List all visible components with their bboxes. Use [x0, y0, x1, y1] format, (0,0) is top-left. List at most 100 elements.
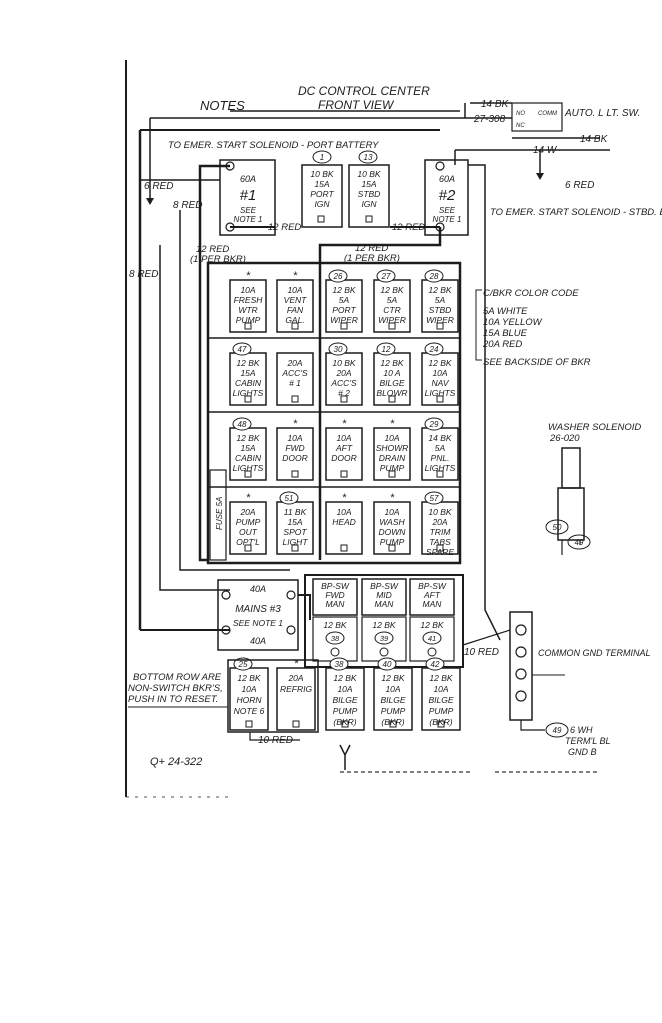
ground-wire-label: 6 WH — [570, 725, 593, 735]
bottom-note-line3: PUSH IN TO RESET. — [128, 694, 218, 705]
breaker-r3-c3-line-2: DOOR — [331, 453, 357, 463]
ground-sub-label-1: TERM'L BL — [565, 736, 611, 746]
label-14w: 14 W — [533, 145, 558, 156]
bottom-note-line1: BOTTOM ROW ARE — [133, 672, 222, 683]
stbd-ign-wire: 10 BK — [357, 169, 380, 179]
breaker-r2-c4-line-3: BLOWR — [376, 388, 407, 398]
breaker-r3-c1-line-0: 12 BK — [236, 433, 259, 443]
breaker-r4-c4-line-3: PUMP — [380, 537, 405, 547]
washer-solenoid-body — [557, 487, 585, 541]
breaker-r1-c2-line-2: FAN — [287, 305, 304, 315]
fuse-label: FUSE 5A — [215, 497, 224, 530]
bilge-switch-1-wire: 12 BK — [323, 620, 346, 630]
breaker-r2-c3-line-3: # 2 — [338, 388, 350, 398]
breaker-r3-c1-line-3: LIGHTS — [233, 463, 264, 473]
bilge-switch-2-line-1: MID — [376, 590, 392, 600]
breaker-r3-c4-line-1: SHOWR — [376, 443, 409, 453]
bilge-switch-1-line-0: BP-SW — [321, 581, 350, 591]
breaker-r3-c5-line-0: 14 BK — [428, 433, 451, 443]
main-1-note: NOTE 1 — [234, 215, 263, 224]
mains-3-rating-bottom: 40A — [250, 636, 266, 646]
label-12-red-center: 12 RED — [355, 243, 388, 254]
breaker-r1-c5-line-2: STBD — [429, 305, 452, 315]
bottom-note-line2: NON-SWITCH BKR'S, — [128, 683, 223, 694]
bottom-left-frame — [227, 659, 319, 733]
breaker-r1-c4-line-1: 5A — [387, 295, 398, 305]
breaker-r3-c2-line-0: 10A — [287, 433, 302, 443]
stbd-ign-rating: 15A — [361, 179, 376, 189]
breaker-r3-c2-line-2: DOOR — [282, 453, 308, 463]
bottom-breaker-1-line-2: HORN — [236, 695, 262, 705]
bilge-switch-3-line-2: MAN — [423, 599, 443, 609]
breaker-r2-c2-line-2: # 1 — [289, 378, 301, 388]
breaker-r4-c2-ref: 51 — [285, 494, 294, 503]
color-code-15a: 15A BLUE — [483, 328, 528, 339]
breaker-r3-c5-line-3: LIGHTS — [425, 463, 456, 473]
ground-terminal-label: COMMON GND TERMINAL — [538, 648, 651, 658]
breaker-r4-c4-mark: * — [390, 492, 395, 504]
bilge-switch-1-line-1: FWD — [325, 590, 344, 600]
bottom-breaker-1-line-0: 12 BK — [237, 673, 260, 683]
breaker-r1-c1-line-1: FRESH — [234, 295, 264, 305]
breaker-r3-c4-line-2: DRAIN — [379, 453, 406, 463]
breaker-r1-c2-line-3: GAL. — [285, 315, 304, 325]
ground-symbol — [339, 744, 351, 770]
wire-left-bus — [198, 255, 208, 562]
switch-nc-label: NC — [516, 123, 525, 129]
breaker-r4-c3-mark: * — [342, 492, 347, 504]
wire-10-red-right — [462, 629, 511, 646]
stbd-ign-side: STBD — [358, 189, 381, 199]
breaker-r1-c1-mark: * — [246, 270, 251, 282]
main-1-rating: 60A — [240, 174, 256, 184]
bilge-switch-3-ref: 41 — [428, 634, 436, 643]
wire-main2-right — [468, 164, 501, 641]
ground-ref-49 — [545, 722, 569, 738]
breaker-r4-c1-line-1: PUMP — [236, 517, 261, 527]
port-ign-name: IGN — [314, 199, 330, 209]
breaker-r2-c1-line-2: CABIN — [235, 378, 262, 388]
switch-com-label: COMM — [538, 111, 557, 117]
breaker-r4-c1-line-2: OUT — [239, 527, 258, 537]
label-per-bkr-center: (1 PER BKR) — [344, 253, 400, 264]
breaker-r2-c3-line-2: ACC'S — [330, 378, 357, 388]
breaker-panel-frame — [206, 261, 462, 565]
breaker-r1-c3-line-2: PORT — [332, 305, 356, 315]
wire-main2-bus — [318, 227, 442, 560]
bottom-breaker-1-ref: 25 — [238, 660, 248, 669]
ground-terminal-2 — [515, 646, 527, 658]
breaker-r4-c1-line-0: 20A — [239, 507, 255, 517]
wire-ground-out — [520, 720, 545, 731]
auto-switch-wire-in: 14 BK — [481, 99, 510, 110]
bottom-breaker-4-line-2: BILGE — [380, 695, 405, 705]
breaker-r4-c2-line-2: SPOT — [283, 527, 307, 537]
breaker-r2-c3-line-1: 20A — [335, 368, 351, 378]
wire-main1-top — [198, 164, 230, 255]
stbd-ign-breaker: 13 10 BK 15A STBD IGN — [348, 150, 390, 228]
washer-ref-49 — [567, 534, 591, 550]
breaker-r2-c4-line-0: 12 BK — [380, 358, 403, 368]
wire-10-red-bottom — [249, 732, 300, 741]
port-battery-note: TO EMER. START SOLENOID - PORT BATTERY — [168, 140, 379, 151]
breaker-r4-c5-line-4: SPARE — [426, 547, 455, 557]
breaker-r4-c4-line-0: 10A — [384, 507, 399, 517]
bottom-breaker-3-line-0: 12 BK — [333, 673, 356, 683]
breaker-r1-c2-line-1: VENT — [284, 295, 307, 305]
main-1-number: #1 — [240, 187, 257, 204]
bottom-breaker-1-line-3: NOTE 6 — [234, 706, 265, 716]
ground-ref-49-text: 49 — [553, 726, 562, 735]
color-code-5a: 5A WHITE — [483, 306, 528, 317]
port-ign-breaker: 1 10 BK 15A PORT IGN — [301, 150, 343, 228]
washer-ref-49-text: 49 — [575, 538, 584, 547]
